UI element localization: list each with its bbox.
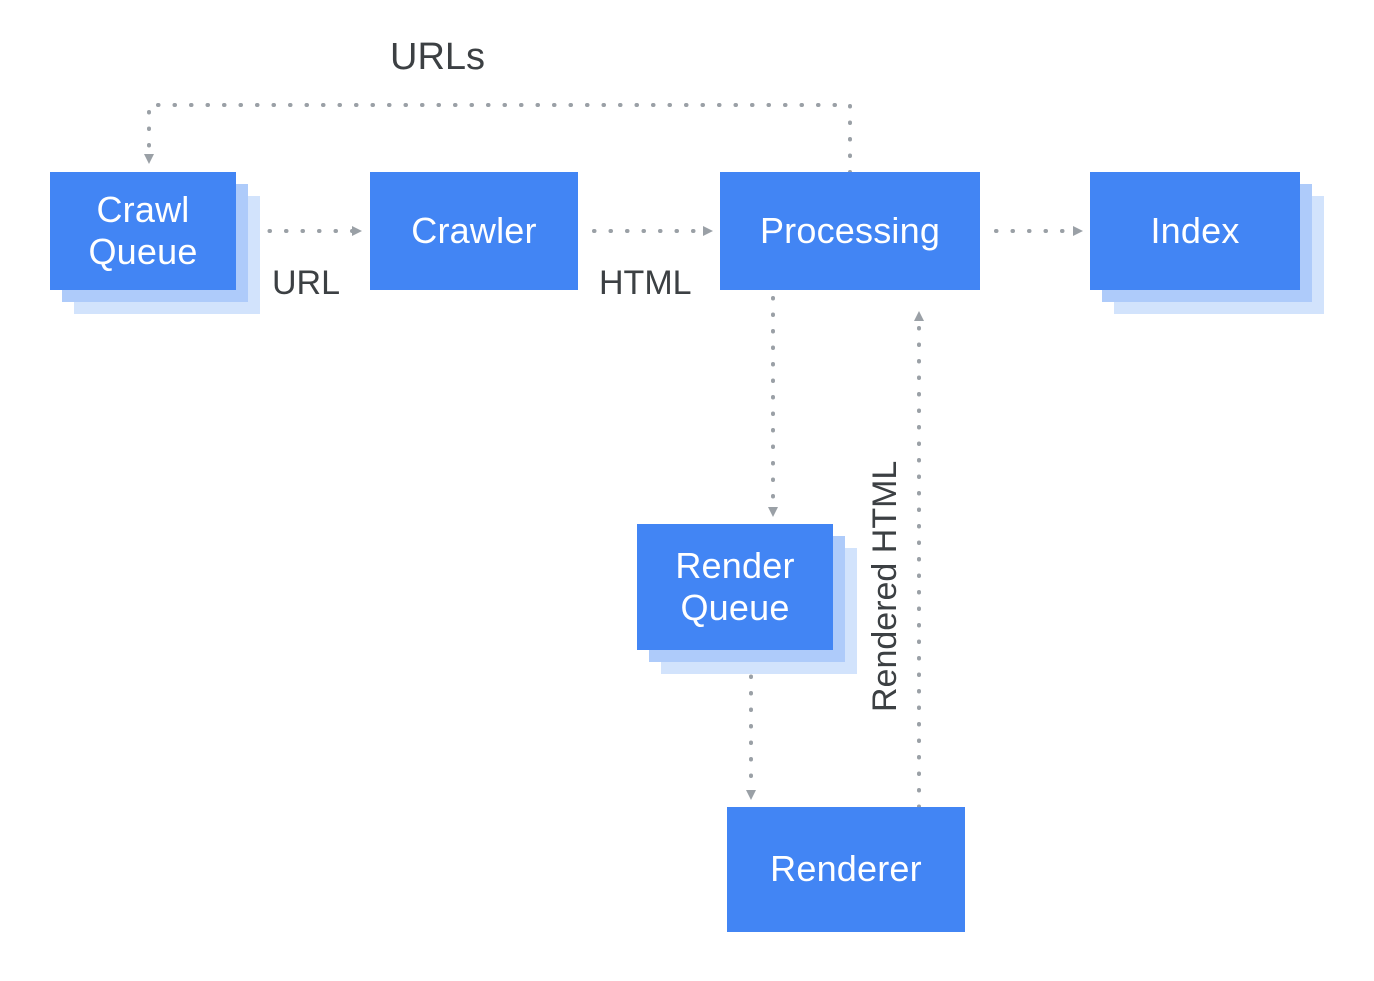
node-label-render-queue: Render Queue bbox=[675, 544, 795, 628]
node-label-index: Index bbox=[1150, 209, 1240, 251]
node-face: Crawler bbox=[370, 172, 578, 290]
node-index[interactable]: Index bbox=[1090, 172, 1324, 314]
node-processing[interactable]: Processing bbox=[720, 172, 980, 290]
node-label-processing: Processing bbox=[759, 209, 941, 251]
node-face: Processing bbox=[720, 172, 980, 290]
node-label-crawler: Crawler bbox=[411, 209, 537, 251]
node-renderer[interactable]: Renderer bbox=[727, 807, 965, 932]
edge-label-url: URL bbox=[272, 264, 341, 302]
node-label-renderer: Renderer bbox=[770, 848, 922, 890]
node-render-queue[interactable]: Render Queue bbox=[637, 524, 857, 674]
node-face: Index bbox=[1090, 172, 1300, 290]
edge-label-rendered-html: Rendered HTML bbox=[866, 460, 904, 712]
node-label-crawl-queue: Crawl Queue bbox=[88, 188, 198, 272]
edge-label-html: HTML bbox=[599, 264, 692, 302]
node-face: Render Queue bbox=[637, 524, 833, 650]
node-face: Crawl Queue bbox=[50, 172, 236, 290]
node-crawler[interactable]: Crawler bbox=[370, 172, 578, 290]
node-face: Renderer bbox=[727, 807, 965, 932]
node-crawl-queue[interactable]: Crawl Queue bbox=[50, 172, 260, 314]
edge-label-urls: URLs bbox=[390, 36, 486, 78]
